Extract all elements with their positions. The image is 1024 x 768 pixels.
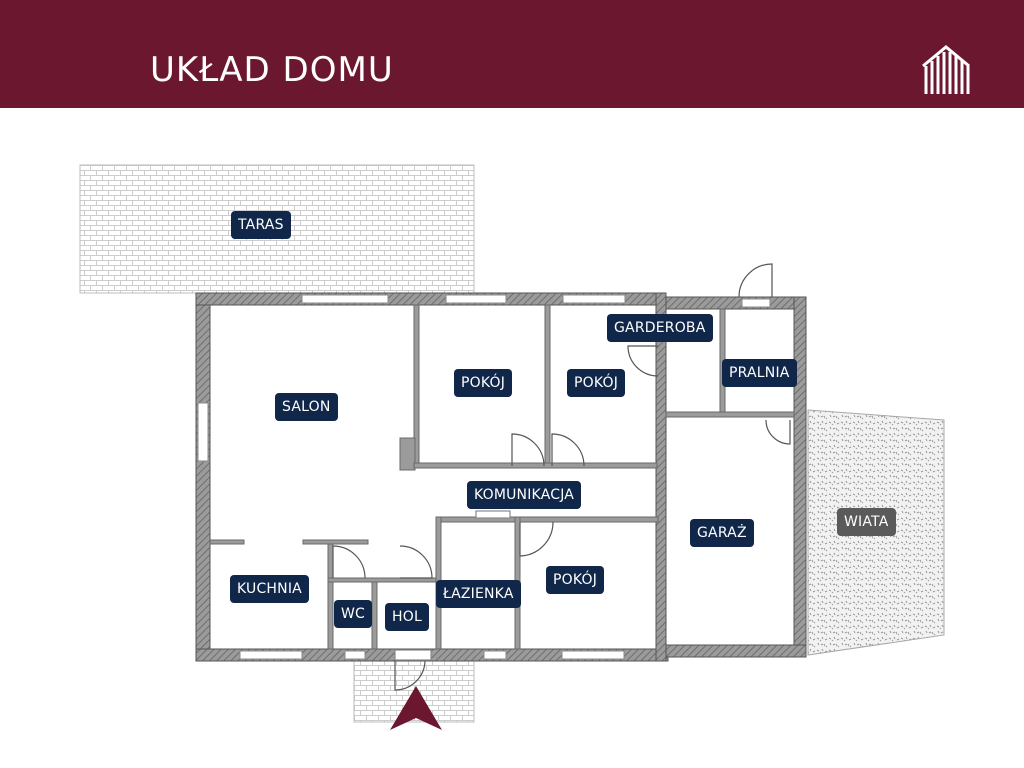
page-header: UKŁAD DOMU [0, 0, 1024, 108]
page-title: UKŁAD DOMU [150, 50, 394, 90]
room-label-pokoj-2: POKÓJ [567, 369, 626, 397]
room-label-pralnia: PRALNIA [722, 359, 797, 387]
building-columns-logo [922, 45, 970, 94]
room-label-salon: SALON [275, 393, 338, 421]
entrance-arrow-icon [390, 686, 442, 730]
room-label-garaz: GARAŻ [690, 519, 754, 547]
room-label-komunikacja: KOMUNIKACJA [467, 481, 582, 509]
doors [332, 263, 791, 691]
room-label-wc: WC [334, 600, 373, 628]
room-label-hol: HOL [385, 603, 429, 631]
room-label-pokoj-1: POKÓJ [454, 369, 513, 397]
room-label-wiata: WIATA [837, 508, 896, 536]
windows [197, 294, 771, 660]
room-label-kuchnia: KUCHNIA [230, 575, 309, 603]
floor-plan [79, 164, 945, 730]
room-label-taras: TARAS [231, 211, 291, 239]
room-label-lazienka: ŁAZIENKA [436, 580, 521, 608]
room-label-pokoj-3: POKÓJ [546, 566, 605, 594]
room-label-garderoba: GARDEROBA [607, 314, 713, 342]
